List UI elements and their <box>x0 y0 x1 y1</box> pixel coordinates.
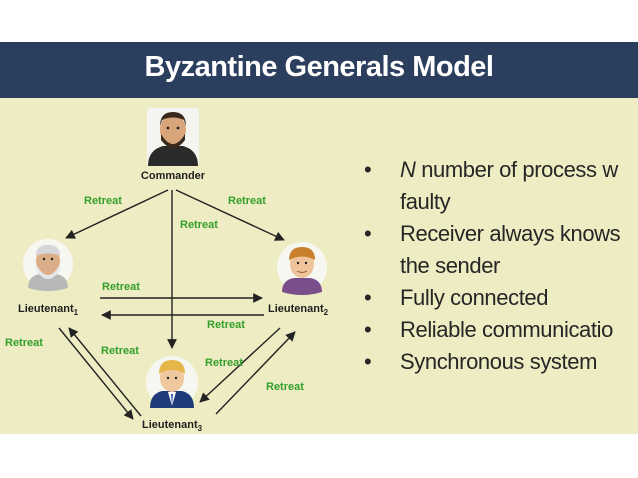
slide: Byzantine Generals Model Commander <box>0 42 638 434</box>
bullet-dot: • <box>364 218 371 250</box>
bullet-dot: • <box>364 346 371 378</box>
edge-label-l3-to-l2: Retreat <box>266 381 304 393</box>
edge-label-cmd-to-l2: Retreat <box>228 195 266 207</box>
edge-label-l1-to-l2: Retreat <box>102 281 140 293</box>
lieutenant3-avatar <box>146 356 198 408</box>
bullet-item: • Fully connected <box>364 282 638 314</box>
lieutenant2-label: Lieutenant2 <box>268 303 329 317</box>
edge-label-cmd-to-l3: Retreat <box>180 219 218 231</box>
lieutenant2-avatar <box>277 242 327 295</box>
bullet-emphasis: N <box>400 157 416 182</box>
lieutenant1-label: Lieutenant1 <box>18 303 79 317</box>
bullet-text: Reliable communicatio <box>400 317 613 342</box>
bullet-item: • Receiver always knows the sender <box>364 218 638 282</box>
arrow-lieutenant1-to-lieutenant3 <box>59 328 133 419</box>
bullet-continuation: the sender <box>400 250 638 282</box>
arrow-lieutenant3-to-lieutenant1 <box>69 328 141 416</box>
bullet-continuation: faulty <box>400 186 638 218</box>
bullet-item: • N number of process w faulty <box>364 154 638 218</box>
edge-label-cmd-to-l1: Retreat <box>84 195 122 207</box>
bullet-text: Fully connected <box>400 285 548 310</box>
bullet-list: • N number of process w faulty • Receiver … <box>364 154 638 378</box>
lieutenant3-label: Lieutenant3 <box>142 419 203 433</box>
bullet-text: Receiver always knows <box>400 221 620 246</box>
bullet-item: • Synchronous system <box>364 346 638 378</box>
edge-label-l2-to-l3: Retreat <box>205 357 243 369</box>
commander-label: Commander <box>141 170 206 182</box>
bullet-text: Synchronous system <box>400 349 597 374</box>
bullet-dot: • <box>364 154 371 186</box>
commander-avatar <box>147 108 199 166</box>
arrow-lieutenant3-to-lieutenant2 <box>216 332 295 414</box>
edge-label-l1-to-l3: Retreat <box>101 345 139 357</box>
bullet-dot: • <box>364 314 371 346</box>
lieutenant1-avatar <box>23 239 73 291</box>
edge-label-l3-to-l1: Retreat <box>5 337 43 349</box>
bullet-text: number of process w <box>416 157 618 182</box>
bullet-item: • Reliable communicatio <box>364 314 638 346</box>
edge-label-l2-to-l1: Retreat <box>207 319 245 331</box>
bullet-dot: • <box>364 282 371 314</box>
